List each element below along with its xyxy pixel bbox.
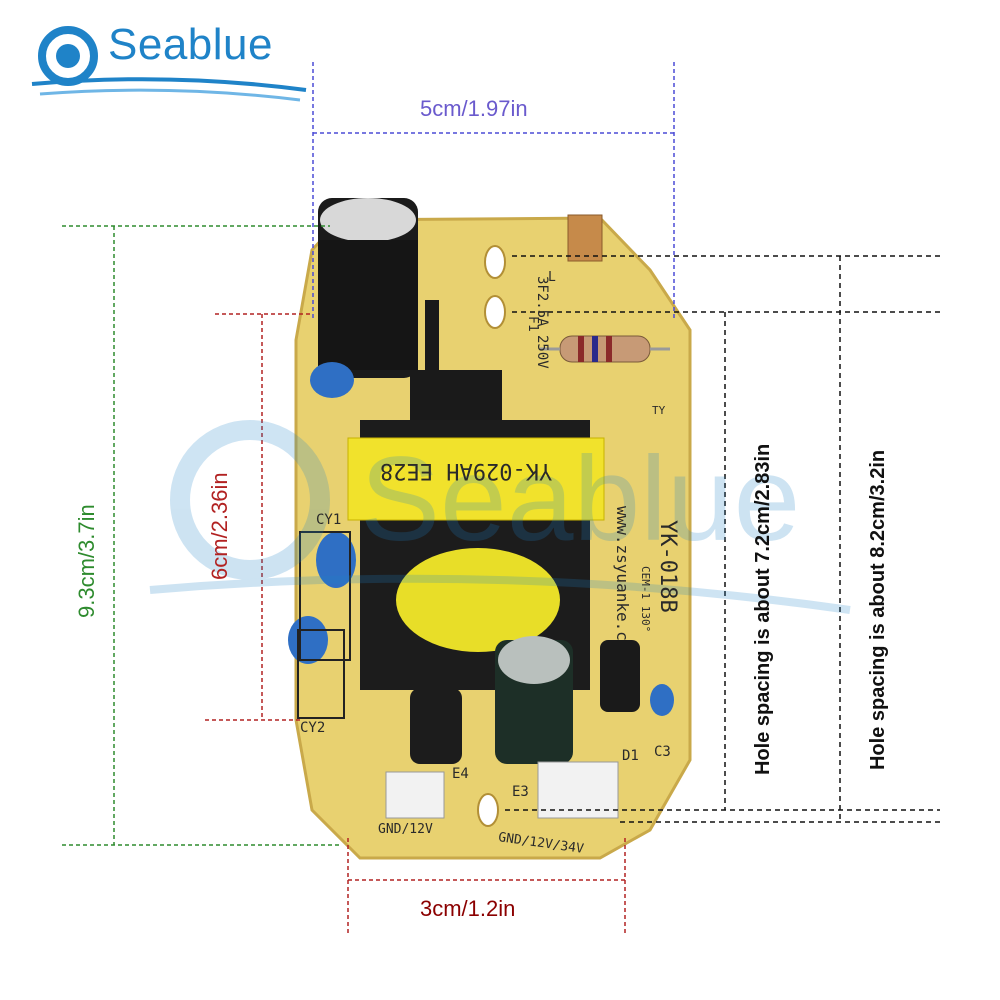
silk-c3: C3 <box>654 744 671 760</box>
dim-lines-bottom <box>347 838 626 935</box>
dim-hole-spacing-1: Hole spacing is about 7.2cm/2.83in <box>752 443 774 775</box>
silk-line: L <box>548 270 556 285</box>
dim-height-total: 9.3cm/3.7in <box>74 504 99 618</box>
dim-width-top: 5cm/1.97in <box>420 96 528 121</box>
blue-cap-1 <box>310 362 354 398</box>
silk-d1: D1 <box>622 748 639 764</box>
dim-lines-top <box>312 62 675 320</box>
silk-cy1: CY1 <box>316 512 342 528</box>
brand-name: Seablue <box>108 20 273 69</box>
watermark-wave <box>149 420 851 614</box>
connector-left <box>385 771 445 819</box>
silk-e3: E3 <box>512 784 529 800</box>
silk-model: YK-018B <box>655 520 680 613</box>
dim-height-inner: 6cm/2.36in <box>207 472 232 580</box>
mount-hole-bottom <box>477 793 499 827</box>
silk-website: www.zsyuanke.c <box>613 506 632 641</box>
watermark-text: Seablue <box>360 432 801 566</box>
dim-hole-spacing-2: Hole spacing is about 8.2cm/3.2in <box>867 449 889 770</box>
silk-misc: CEM-1 130° <box>639 566 652 633</box>
dim-lines-height-total <box>62 225 340 846</box>
blue-cap-2 <box>316 532 356 588</box>
capacitor-e4 <box>410 688 462 764</box>
silk-cy2: CY2 <box>300 720 326 736</box>
dim-lines-hole-2 <box>512 255 940 823</box>
dim-lines-height-inner <box>205 313 310 721</box>
transformer-bobbin <box>347 437 605 521</box>
blue-cap-3 <box>288 616 328 664</box>
silk-connector-left: GND/12V <box>378 822 433 837</box>
terminal-l <box>567 214 603 262</box>
logo-wave-icon <box>31 26 307 102</box>
silk-e4: E4 <box>452 766 469 782</box>
mount-hole-top <box>484 245 506 279</box>
connector-right <box>537 761 619 819</box>
resistor <box>559 335 651 363</box>
blue-cap-4 <box>650 684 674 716</box>
silk-transformer: YK-029AH EE28 <box>380 458 553 483</box>
mount-hole-mid <box>484 295 506 329</box>
dim-lines-hole-1 <box>505 311 940 811</box>
silk-ty: TY <box>652 404 666 417</box>
diode-d1 <box>600 640 640 712</box>
silk-fuse-ref: F1 <box>525 316 540 332</box>
dim-width-bottom: 3cm/1.2in <box>420 896 516 921</box>
